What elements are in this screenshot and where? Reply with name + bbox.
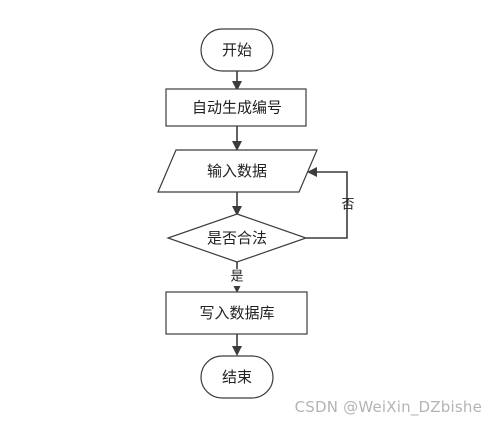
arrow-check-no-loop — [306, 167, 348, 239]
edge-label-yes: 是 — [230, 270, 243, 285]
node-write-db-label: 写入数据库 — [199, 304, 274, 322]
node-end: 结束 — [200, 355, 274, 399]
node-start: 开始 — [200, 28, 274, 72]
node-check-valid: 是否合法 — [166, 213, 308, 263]
watermark-text: CSDN @WeiXin_DZbishe — [294, 398, 482, 416]
node-input-data-label: 输入数据 — [207, 162, 267, 180]
edge-label-yes-background — [228, 269, 246, 286]
node-start-label: 开始 — [222, 41, 252, 59]
node-auto-number: 自动生成编号 — [165, 88, 307, 127]
node-end-label: 结束 — [222, 368, 252, 386]
node-auto-number-label: 自动生成编号 — [192, 99, 282, 117]
edge-label-no: 否 — [341, 198, 354, 213]
node-check-valid-label: 是否合法 — [207, 229, 267, 247]
node-input-data: 输入数据 — [157, 149, 318, 193]
node-write-db: 写入数据库 — [165, 291, 308, 335]
